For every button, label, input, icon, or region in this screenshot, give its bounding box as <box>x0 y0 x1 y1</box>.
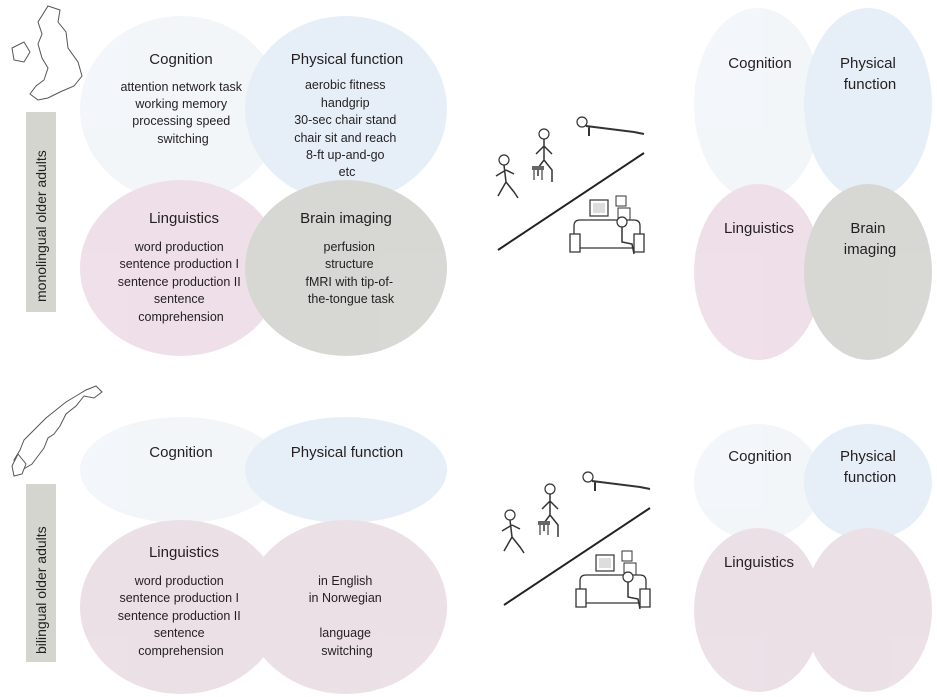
bi-physical-title: Physical function <box>291 444 404 461</box>
bi-linguistics-item: comprehension <box>138 644 224 658</box>
mono-small-physical-circle <box>804 8 932 200</box>
svg-text:bilingual older adults: bilingual older adults <box>33 526 49 654</box>
mono-brain-item: perfusion <box>324 240 375 254</box>
mono-small-brain: Brain imaging <box>844 220 897 258</box>
mono-small-venn: Cognition Physical function Linguistics … <box>694 8 932 360</box>
mono-small-cognition-circle <box>694 8 822 200</box>
svg-text:attention network task w: attention network task working memory pr… <box>120 80 245 146</box>
mono-brain-item: structure <box>325 257 374 271</box>
mono-small-cognition: Cognition <box>728 55 791 72</box>
bi-language-circle <box>245 520 447 694</box>
mono-cognition-item: switching <box>157 132 208 146</box>
bi-physical-circle <box>245 417 447 523</box>
mono-small-brain-circle <box>804 184 932 360</box>
bi-small-venn: Cognition Physical function Linguistics <box>694 424 932 692</box>
mono-small-linguistics-circle <box>694 184 822 360</box>
bi-cognition-circle <box>80 417 282 523</box>
bi-language-item: language <box>320 626 371 640</box>
mono-physical-item: 30-sec chair stand <box>294 113 396 127</box>
mono-linguistics-title: Linguistics <box>149 210 219 227</box>
activity-figures-icon <box>495 116 645 255</box>
mono-physical-item: handgrip <box>321 96 370 110</box>
mono-physical-item: 8-ft up-and-go <box>306 148 385 162</box>
mono-cognition-item: attention network task <box>120 80 242 94</box>
activity-figures-icon <box>501 471 651 610</box>
mono-physical-item: aerobic fitness <box>305 78 386 92</box>
bi-small-physical: Physical function <box>840 448 900 486</box>
mono-brain-item: the-tongue task <box>308 292 395 306</box>
mono-cognition-item: working memory <box>134 97 227 111</box>
bi-linguistics-item: word production <box>134 574 224 588</box>
mono-linguistics-item: sentence production II <box>118 275 241 289</box>
mono-linguistics-item: sentence <box>154 292 205 306</box>
mono-linguistics-item: comprehension <box>138 310 224 324</box>
bi-language-item: switching <box>321 644 372 658</box>
mono-brain-item: fMRI with tip-of- <box>306 275 394 289</box>
bi-small-linguistics-circle <box>694 528 822 692</box>
svg-text:monolingual older adults: monolingual older adults <box>33 150 49 302</box>
mono-small-linguistics: Linguistics <box>724 220 794 237</box>
svg-text:perfusion structure: perfusion structure fMRI with tip-of- th… <box>306 240 397 306</box>
bi-small-cognition: Cognition <box>728 448 791 465</box>
bi-small-right-circle <box>804 528 932 692</box>
bi-small-cognition-circle <box>694 424 822 540</box>
mono-physical-circle <box>245 16 447 202</box>
bi-small-linguistics: Linguistics <box>724 554 794 571</box>
svg-text:in English in Norwegian: in English in Norwegian language switchi… <box>309 574 385 658</box>
mono-cognition-title: Cognition <box>149 51 212 68</box>
mono-cognition-item: processing speed <box>132 114 230 128</box>
svg-text:aerobic fitness handgrip: aerobic fitness handgrip 30-sec chair st… <box>294 78 400 179</box>
bi-linguistics-circle <box>80 520 282 694</box>
uk-map-icon <box>11 5 83 101</box>
bi-linguistics-item: sentence production I <box>119 591 239 605</box>
mono-brain-circle <box>245 180 447 356</box>
bi-small-physical-circle <box>804 424 932 540</box>
bi-linguistics-item: sentence <box>154 626 205 640</box>
norway-map-icon <box>11 385 103 477</box>
svg-text:word production sentence: word production sentence production I se… <box>118 240 244 324</box>
mono-linguistics-circle <box>80 180 282 356</box>
bi-cognition-title: Cognition <box>149 444 212 461</box>
mono-linguistics-item: word production <box>134 240 224 254</box>
mono-brain-title: Brain imaging <box>300 210 392 227</box>
bi-group-label: bilingual older adults <box>26 484 56 662</box>
mono-group-label: monolingual older adults <box>26 112 56 312</box>
mono-physical-item: chair sit and reach <box>294 131 396 145</box>
bi-language-item: in English <box>318 574 372 588</box>
mono-linguistics-item: sentence production I <box>119 257 239 271</box>
bi-language-item: in Norwegian <box>309 591 382 605</box>
mono-cognition-circle <box>80 16 282 202</box>
bi-linguistics-item: sentence production II <box>118 609 241 623</box>
mono-physical-item: etc <box>339 165 356 179</box>
mono-small-physical: Physical function <box>840 55 900 93</box>
bi-linguistics-title: Linguistics <box>149 544 219 561</box>
mono-venn: Cognition attention network task working… <box>80 16 447 356</box>
mono-physical-title: Physical function <box>291 51 404 68</box>
bi-venn: Cognition Physical function Linguistics … <box>80 417 447 694</box>
svg-text:word production sentence: word production sentence production I se… <box>118 574 244 658</box>
